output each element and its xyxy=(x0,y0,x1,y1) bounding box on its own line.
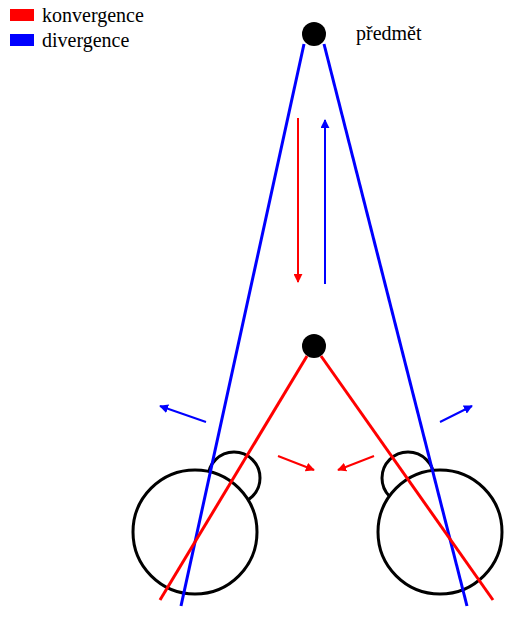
outward-rotation-arrow xyxy=(160,406,206,422)
inward-rotation-arrow xyxy=(278,456,314,470)
convergence-sight-line xyxy=(321,356,493,600)
left-eyeball xyxy=(133,470,257,594)
divergence-sight-line xyxy=(324,44,467,606)
legend-swatch xyxy=(10,9,34,21)
legend-label: divergence xyxy=(42,29,129,51)
legend-swatch xyxy=(10,34,34,46)
convergence-sight-line xyxy=(160,356,307,600)
recede-arrow xyxy=(324,120,326,284)
approach-arrow xyxy=(297,118,299,282)
inward-rotation-arrow xyxy=(338,456,374,470)
right-eyeball xyxy=(378,470,502,594)
far-object-dot xyxy=(302,22,326,46)
near-object-dot xyxy=(302,334,326,358)
outward-rotation-arrow xyxy=(440,406,472,422)
divergence-sight-line xyxy=(181,44,304,606)
legend-label: konvergence xyxy=(42,4,144,26)
object-label: předmět xyxy=(356,22,422,44)
